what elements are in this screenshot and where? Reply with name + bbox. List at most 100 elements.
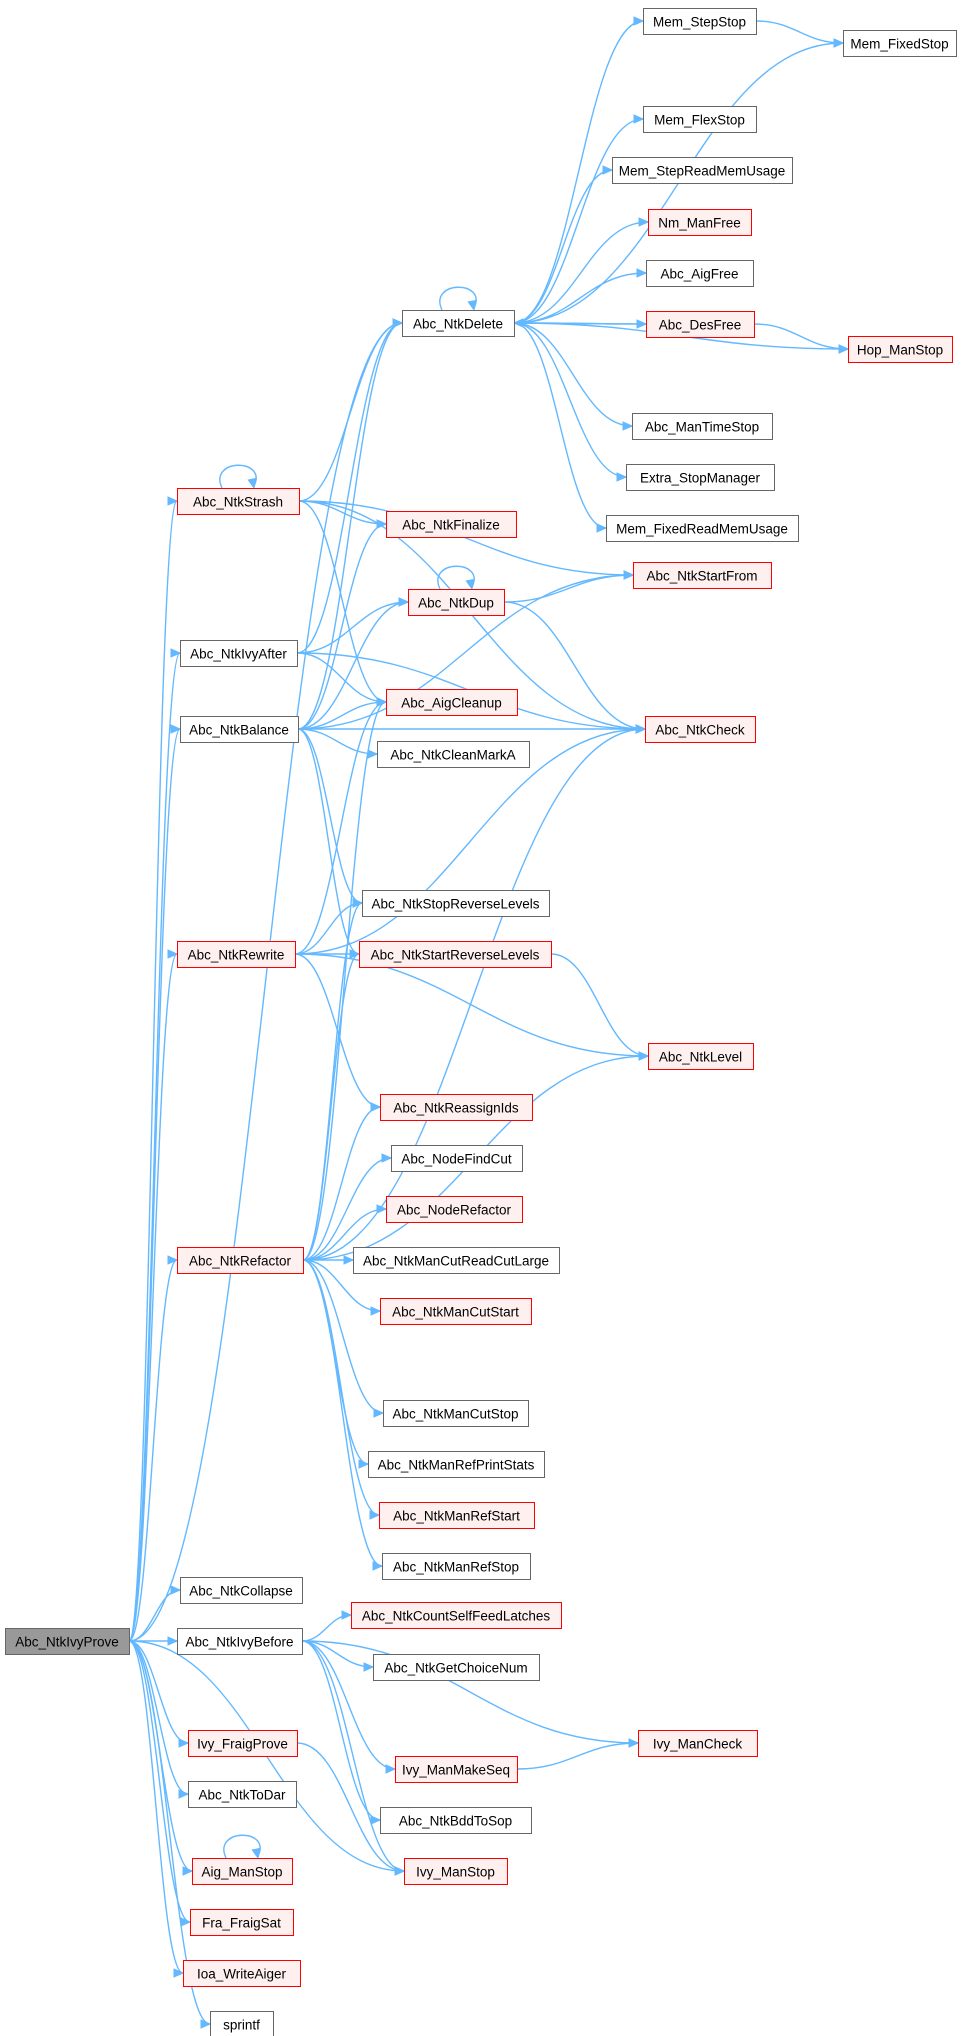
edge-refactor-to-stoprev-arrow xyxy=(352,898,364,908)
edge-ivyafter-to-delete xyxy=(296,322,403,654)
node-collapse[interactable]: Abc_NtkCollapse xyxy=(180,1577,303,1604)
node-box xyxy=(843,30,957,57)
node-box xyxy=(386,511,517,538)
node-bddtosop[interactable]: Abc_NtkBddToSop xyxy=(380,1807,532,1834)
edge-ivybefore-to-ivystop xyxy=(301,1640,405,1872)
node-box xyxy=(359,941,552,968)
node-fraigprove[interactable]: Ivy_FraigProve xyxy=(188,1730,298,1757)
node-box xyxy=(377,741,530,768)
node-startrev[interactable]: Abc_NtkStartReverseLevels xyxy=(359,941,552,968)
node-ivycheck[interactable]: Ivy_ManCheck xyxy=(638,1730,758,1757)
node-box xyxy=(386,1196,523,1223)
node-delete[interactable]: Abc_NtkDelete xyxy=(402,310,515,337)
edge-root-to-fraigprove-arrow xyxy=(178,1738,190,1748)
node-cleanmarka[interactable]: Abc_NtkCleanMarkA xyxy=(377,741,530,768)
node-todar[interactable]: Abc_NtkToDar xyxy=(188,1781,297,1808)
edge-delete-to-flexstop-arrow xyxy=(633,114,645,124)
node-dup[interactable]: Abc_NtkDup xyxy=(408,589,505,616)
node-balance[interactable]: Abc_NtkBalance xyxy=(180,716,299,743)
node-writeaiger[interactable]: Ioa_WriteAiger xyxy=(183,1960,301,1987)
edge-balance-to-delete xyxy=(297,322,403,730)
edge-ivybefore-to-makeseq-arrow xyxy=(385,1764,397,1774)
edge-dup-to-dup-arrow xyxy=(465,578,475,591)
node-stoprev[interactable]: Abc_NtkStopReverseLevels xyxy=(362,890,550,917)
node-level[interactable]: Abc_NtkLevel xyxy=(648,1043,754,1070)
node-stepread[interactable]: Mem_StepReadMemUsage xyxy=(612,157,793,184)
node-ivybefore[interactable]: Abc_NtkIvyBefore xyxy=(177,1628,303,1655)
node-fraigsat[interactable]: Fra_FraigSat xyxy=(190,1909,294,1936)
node-startfrom[interactable]: Abc_NtkStartFrom xyxy=(633,562,772,589)
node-refstop[interactable]: Abc_NtkManRefStop xyxy=(382,1553,531,1580)
edge-root-to-writeaiger-arrow xyxy=(173,1968,185,1978)
edge-refactor-to-reassign-arrow xyxy=(370,1102,382,1112)
node-finalize[interactable]: Abc_NtkFinalize xyxy=(386,511,517,538)
edge-root-to-fraigsat xyxy=(128,1640,191,1923)
node-stepstop[interactable]: Mem_StepStop xyxy=(643,8,757,35)
node-extrastop[interactable]: Extra_StopManager xyxy=(626,464,775,491)
node-refactor[interactable]: Abc_NtkRefactor xyxy=(177,1247,304,1274)
node-check[interactable]: Abc_NtkCheck xyxy=(645,716,756,743)
node-choicenum[interactable]: Abc_NtkGetChoiceNum xyxy=(373,1654,540,1681)
node-fixedstop[interactable]: Mem_FixedStop xyxy=(843,30,957,57)
edge-refactor-to-cutstart xyxy=(302,1259,381,1312)
node-label: Abc_NodeFindCut xyxy=(401,1152,512,1167)
node-countself[interactable]: Abc_NtkCountSelfFeedLatches xyxy=(351,1602,562,1629)
edge-delete-to-delete xyxy=(439,286,477,311)
edge-rewrite-to-stoprev xyxy=(294,902,363,955)
node-ivystop[interactable]: Ivy_ManStop xyxy=(404,1858,508,1885)
node-label: Abc_NtkIvyProve xyxy=(15,1635,119,1650)
edge-root-to-sprintf xyxy=(128,1640,211,2025)
node-box xyxy=(188,1781,297,1808)
node-label: Abc_NtkGetChoiceNum xyxy=(384,1661,527,1676)
edge-balance-to-dup xyxy=(297,601,409,730)
edge-refactor-to-refstop-arrow xyxy=(372,1561,384,1571)
node-strash[interactable]: Abc_NtkStrash xyxy=(177,488,300,515)
node-box xyxy=(380,1094,533,1121)
node-reassign[interactable]: Abc_NtkReassignIds xyxy=(380,1094,533,1121)
node-root[interactable]: Abc_NtkIvyProve xyxy=(5,1628,130,1655)
node-box xyxy=(5,1628,130,1655)
node-label: Abc_ManTimeStop xyxy=(645,420,759,435)
node-box xyxy=(177,1628,303,1655)
node-box xyxy=(646,260,754,287)
node-label: Abc_NtkIvyBefore xyxy=(185,1635,293,1650)
edge-dup-to-startfrom xyxy=(503,574,634,603)
node-cutstop[interactable]: Abc_NtkManCutStop xyxy=(383,1400,529,1427)
edge-balance-to-finalize xyxy=(297,523,387,730)
edge-aigstop-to-aigstop-arrow xyxy=(251,1847,261,1860)
node-refprint[interactable]: Abc_NtkManRefPrintStats xyxy=(368,1451,545,1478)
node-noderef[interactable]: Abc_NodeRefactor xyxy=(386,1196,523,1223)
node-cutreadlarge[interactable]: Abc_NtkManCutReadCutLarge xyxy=(353,1247,560,1274)
node-ivyafter[interactable]: Abc_NtkIvyAfter xyxy=(180,640,298,667)
node-label: Fra_FraigSat xyxy=(202,1916,281,1931)
edge-balance-to-finalize-arrow xyxy=(376,519,388,529)
node-rewrite[interactable]: Abc_NtkRewrite xyxy=(177,941,296,968)
node-flexstop[interactable]: Mem_FlexStop xyxy=(643,106,757,133)
node-fixedread[interactable]: Mem_FixedReadMemUsage xyxy=(606,515,799,542)
node-label: Abc_NtkFinalize xyxy=(402,518,500,533)
node-cutstart[interactable]: Abc_NtkManCutStart xyxy=(380,1298,532,1325)
node-timestop[interactable]: Abc_ManTimeStop xyxy=(632,413,773,440)
edge-fraigprove-to-ivystop-arrow xyxy=(394,1866,406,1876)
node-aigfree[interactable]: Abc_AigFree xyxy=(646,260,754,287)
edge-dup-to-check xyxy=(503,601,646,730)
node-label: Mem_FlexStop xyxy=(654,113,745,128)
node-label: Abc_NtkRefactor xyxy=(189,1254,292,1269)
edge-aigstop-to-aigstop xyxy=(223,1834,261,1859)
node-sprintf[interactable]: sprintf xyxy=(210,2011,274,2036)
node-hopstop[interactable]: Hop_ManStop xyxy=(848,336,953,363)
node-refstart[interactable]: Abc_NtkManRefStart xyxy=(379,1502,535,1529)
node-nmfree[interactable]: Nm_ManFree xyxy=(648,209,752,236)
node-label: Abc_NtkIvyAfter xyxy=(190,647,287,662)
edge-refactor-to-startrev-arrow xyxy=(349,949,361,959)
node-desfree[interactable]: Abc_DesFree xyxy=(646,311,755,338)
node-box xyxy=(395,1756,518,1783)
node-aigcleanup[interactable]: Abc_AigCleanup xyxy=(386,689,518,716)
node-box xyxy=(645,716,756,743)
edge-root-to-rewrite-arrow xyxy=(167,949,179,959)
node-aigstop[interactable]: Aig_ManStop xyxy=(192,1858,293,1885)
edges-layer xyxy=(128,16,850,2029)
edge-refactor-to-aigcleanup-arrow xyxy=(376,697,388,707)
node-makeseq[interactable]: Ivy_ManMakeSeq xyxy=(395,1756,518,1783)
node-findcut[interactable]: Abc_NodeFindCut xyxy=(391,1145,523,1172)
